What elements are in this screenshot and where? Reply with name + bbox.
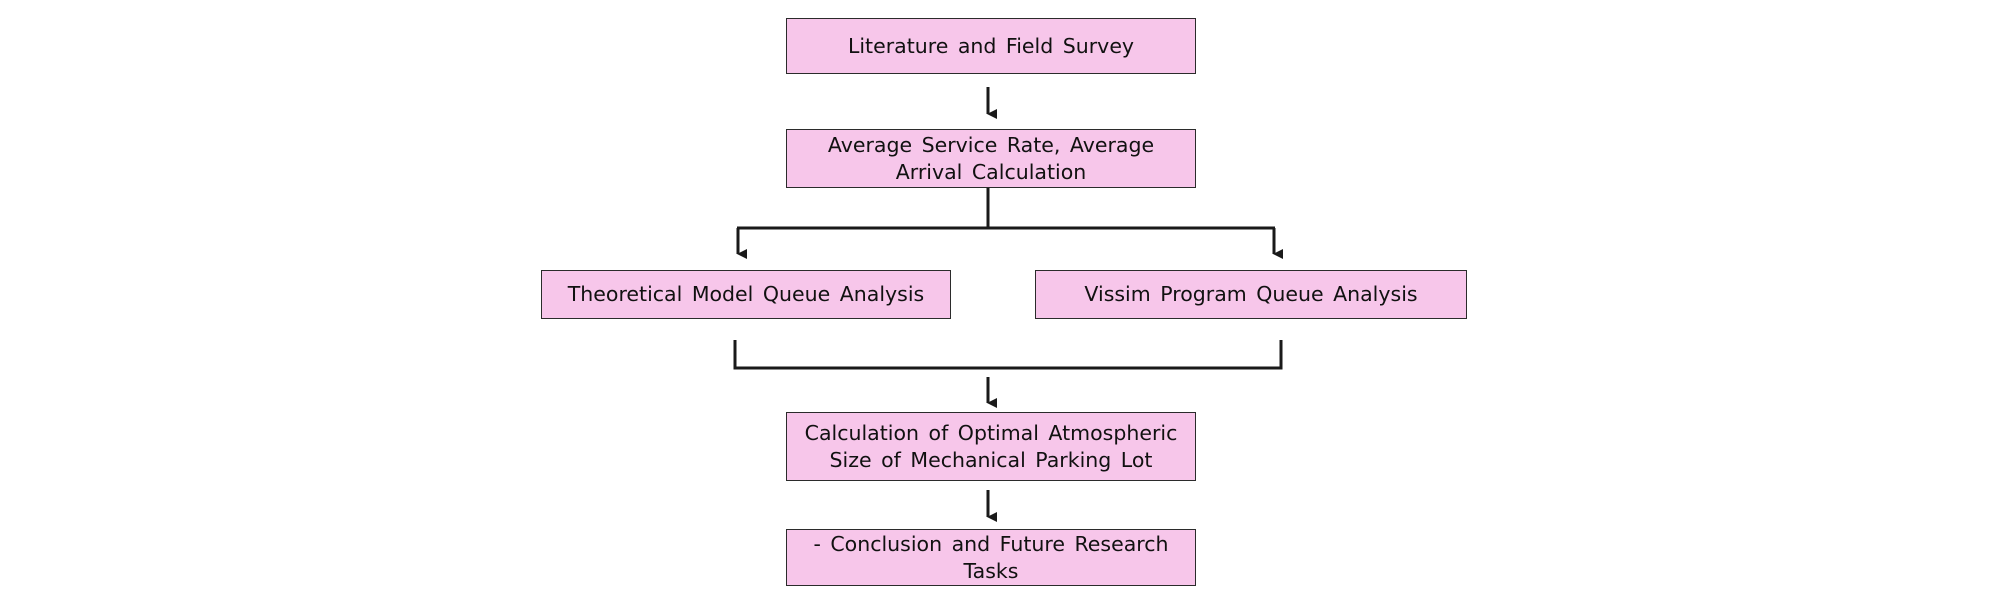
step-optimal-size-calculation: Calculation of Optimal Atmospheric Size … <box>786 412 1196 481</box>
step-conclusion: - Conclusion and Future Research Tasks <box>786 529 1196 586</box>
step-vissim-label: Vissim Program Queue Analysis <box>1084 282 1418 306</box>
step-literature-survey: Literature and Field Survey <box>786 18 1196 74</box>
step-conclusion-label: - Conclusion and Future Research Tasks <box>813 531 1169 583</box>
step-theoretical-label: Theoretical Model Queue Analysis <box>567 282 925 306</box>
step-optimal-size-label: Calculation of Optimal Atmospheric Size … <box>804 420 1178 472</box>
step-theoretical-model-analysis: Theoretical Model Queue Analysis <box>541 270 951 319</box>
merge-bracket <box>733 340 1283 370</box>
step-average-rate-calculation: Average Service Rate, Average Arrival Ca… <box>786 129 1196 188</box>
step-literature-survey-label: Literature and Field Survey <box>847 33 1135 58</box>
step-vissim-analysis: Vissim Program Queue Analysis <box>1035 270 1467 319</box>
step-average-rate-label: Average Service Rate, Average Arrival Ca… <box>827 132 1155 184</box>
